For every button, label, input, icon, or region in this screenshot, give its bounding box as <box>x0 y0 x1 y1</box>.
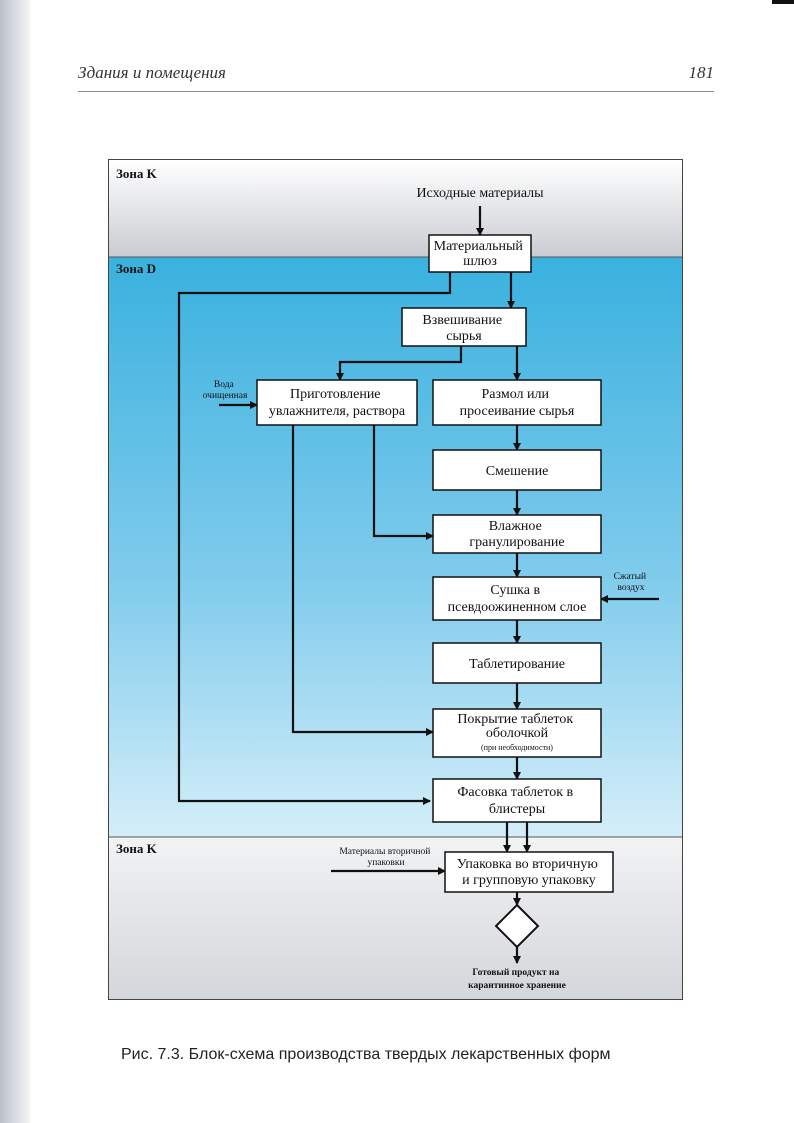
svg-text:Покрытие таблеток оболоч: Покрытие таблеток оболочкой <box>457 712 576 741</box>
purified-water-label: Вода очищенная <box>203 380 248 401</box>
blistering-box: Фасовка таблеток в блистеры <box>432 778 602 823</box>
zone-label-bottom: Зона K <box>116 841 158 856</box>
page-number: 181 <box>688 63 715 82</box>
arrow-binder-to-granulation <box>372 425 434 540</box>
coating-note: (при необходимости) <box>481 743 553 752</box>
raw-materials-label: Исходные материалы <box>416 186 544 201</box>
svg-text:Взвешивание сырья: Взвешивание сырья <box>422 313 505 344</box>
zone-k-top-area <box>109 160 682 257</box>
svg-text:Материальный шлюз: Материальный шлюз <box>434 239 527 269</box>
svg-text:Таблетирование: Таблетирование <box>469 657 565 672</box>
running-title: Здания и помещения <box>78 63 226 82</box>
mixing-box: Смешение <box>432 449 602 491</box>
zone-label-middle: Зона D <box>116 261 156 276</box>
flowchart-svg: Зона K Зона D Зона K Исходные материалы … <box>109 160 682 999</box>
running-head: Здания и помещения 181 <box>78 63 714 92</box>
airlock-box: Материальный шлюз <box>428 234 532 273</box>
svg-text:Влажное гранулирование: Влажное гранулирование <box>469 519 564 550</box>
arrow-weighing-to-binder <box>336 346 463 381</box>
zone-label-top: Зона K <box>116 166 158 181</box>
arrow-binder-to-coating <box>291 425 434 736</box>
milling-box: Размол или просеивание сырья <box>432 379 602 426</box>
binder-preparation-box: Приготовление увлажнителя, раствора <box>256 379 418 426</box>
wet-granulation-box: Влажное гранулирование <box>432 514 602 554</box>
svg-text:Приготовление увлажнител: Приготовление увлажнителя, раствора <box>269 387 406 419</box>
secondary-packing-box: Упаковка во вторичную и групповую упаков… <box>444 851 614 893</box>
final-product-label: Готовый продукт на карантинное хранение <box>468 967 566 991</box>
line-airlock-bypass <box>177 272 452 805</box>
svg-text:Сушка в псевдоожиненном: Сушка в псевдоожиненном слое <box>448 583 587 615</box>
coating-box: Покрытие таблеток оболочкой (при необход… <box>432 708 602 758</box>
compressed-air-label: Сжатый воздух <box>614 571 649 593</box>
weighing-box: Взвешивание сырья <box>401 307 527 347</box>
page-edge-shadow <box>0 0 30 1123</box>
flowchart-figure: Зона K Зона D Зона K Исходные материалы … <box>108 159 683 1000</box>
svg-text:Фасовка таблеток в блист: Фасовка таблеток в блистеры <box>457 785 576 817</box>
quality-decision-diamond <box>494 903 540 949</box>
figure-caption: Рис. 7.3. Блок-схема производства тверды… <box>121 1046 611 1063</box>
drying-box: Сушка в псевдоожиненном слое <box>432 576 602 621</box>
corner-mark <box>772 0 794 4</box>
svg-text:Упаковка во вторичную и: Упаковка во вторичную и групповую упаков… <box>457 857 602 888</box>
tableting-box: Таблетирование <box>432 642 602 684</box>
svg-text:Смешение: Смешение <box>486 464 549 479</box>
svg-text:Размол или просеивание с: Размол или просеивание сырья <box>460 387 575 419</box>
secondary-materials-label: Материалы вторичной упаковки <box>339 846 432 868</box>
